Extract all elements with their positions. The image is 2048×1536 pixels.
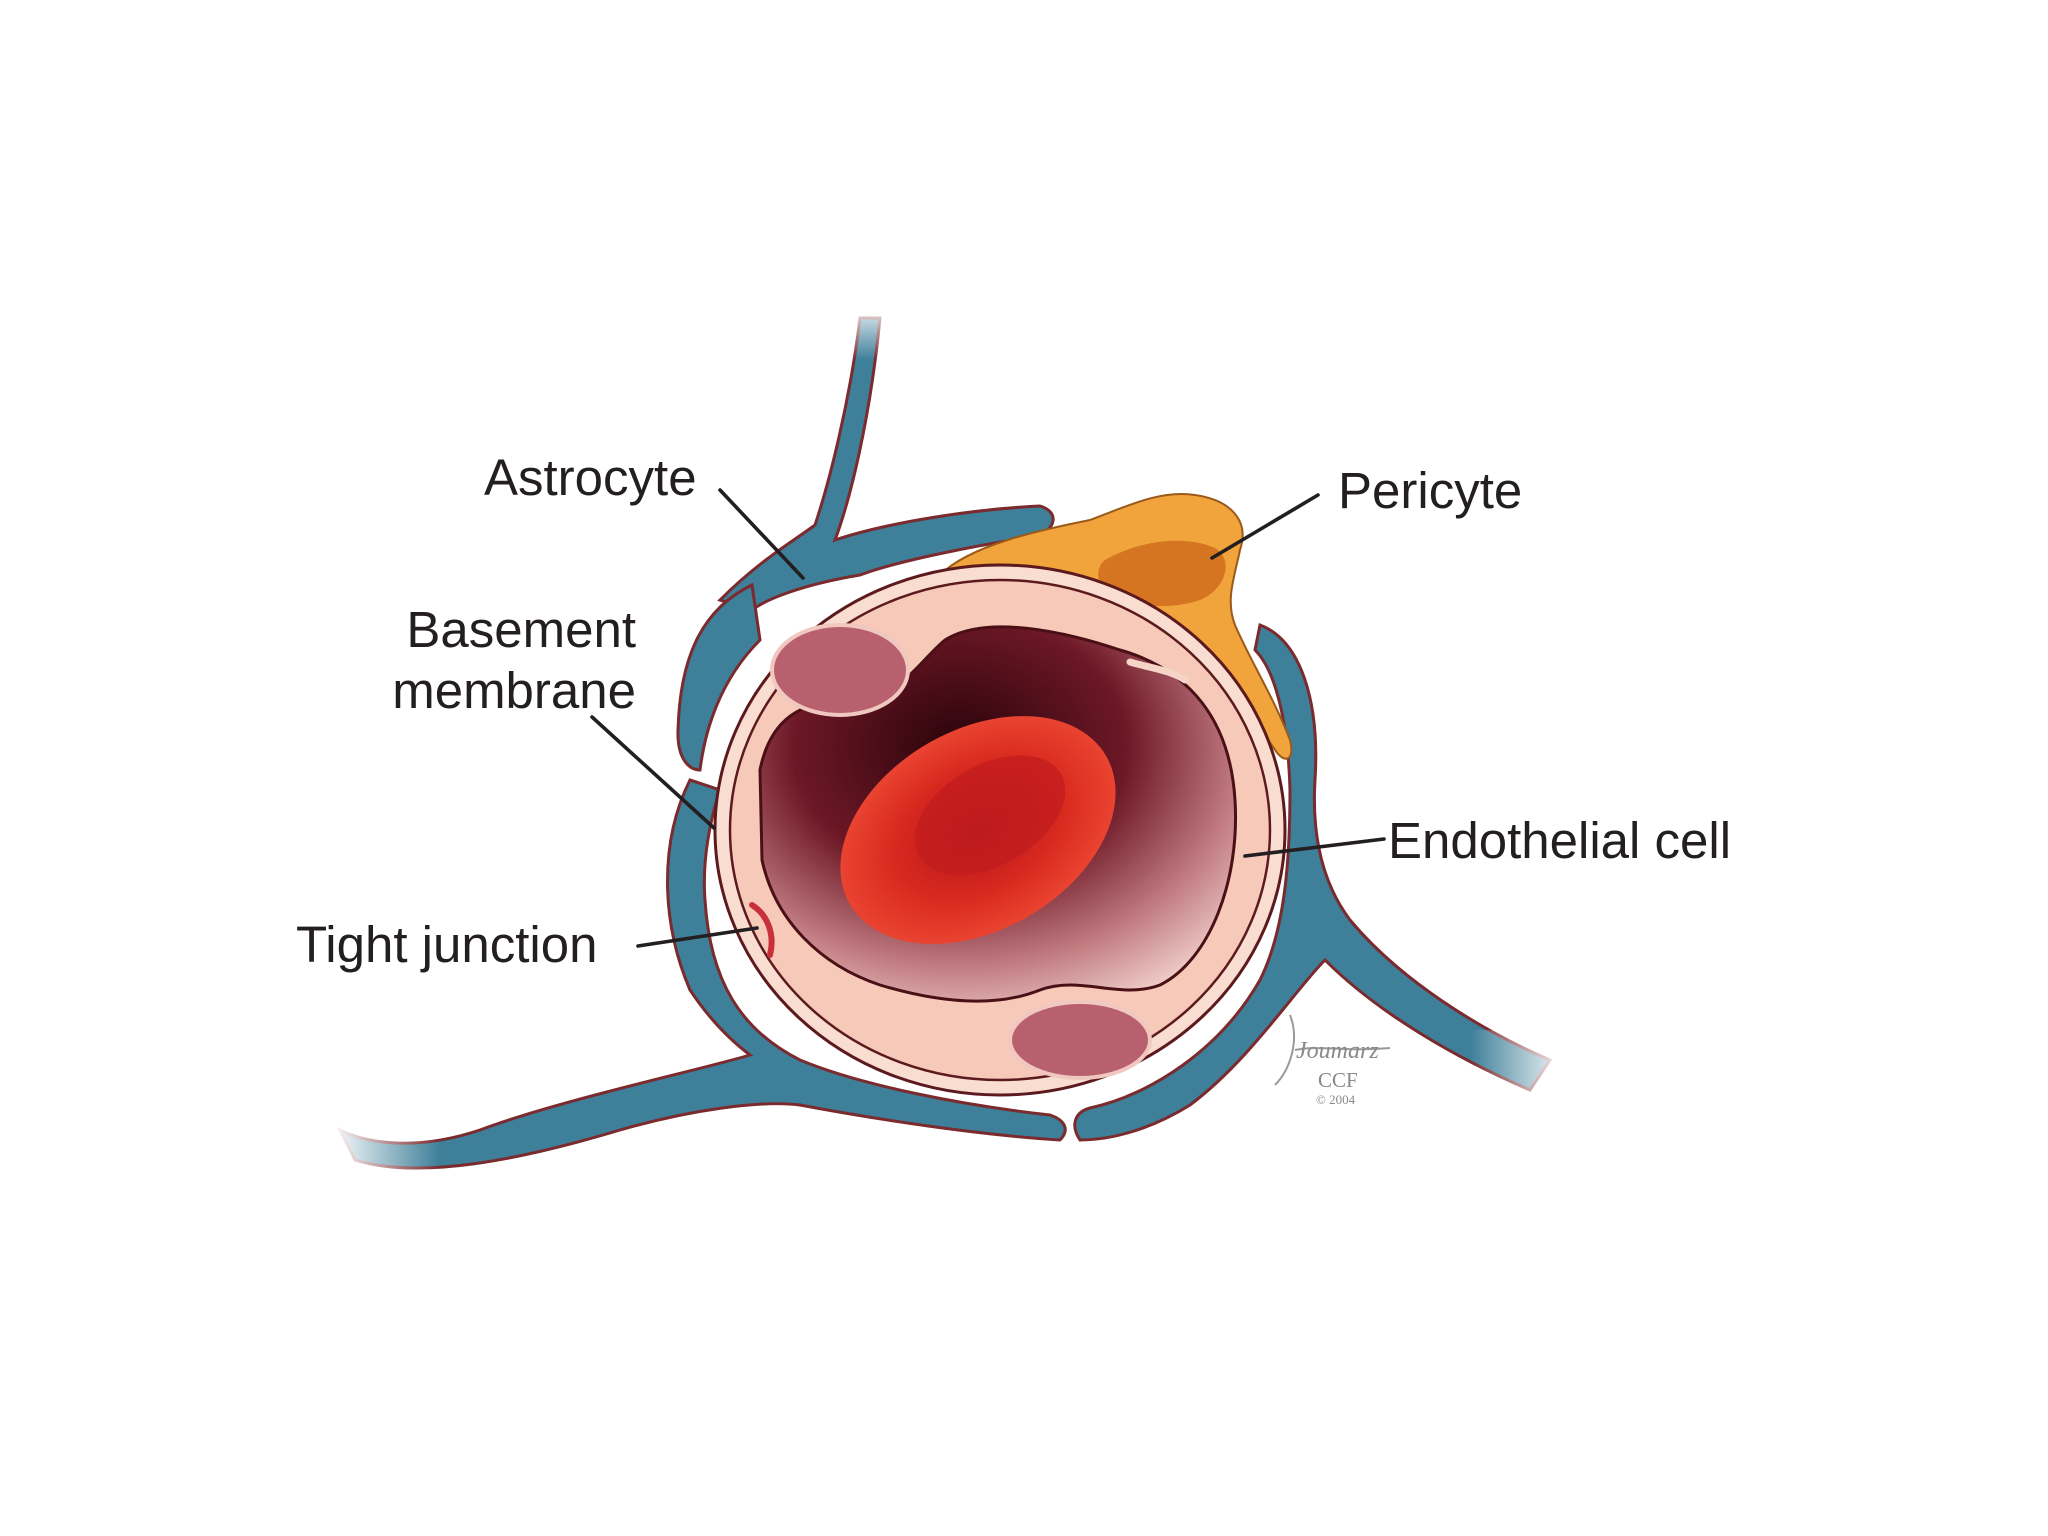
endothelial-nucleus-upper bbox=[770, 623, 910, 717]
astrocyte-processes bbox=[330, 300, 1570, 1190]
label-tight-junction: Tight junction bbox=[296, 916, 597, 973]
label-basement-line2: membrane bbox=[392, 662, 636, 719]
endothelial-cell-border bbox=[1126, 658, 1189, 684]
tight-junction-mark bbox=[749, 902, 775, 958]
signature-org: CCF bbox=[1318, 1068, 1358, 1092]
endothelial-leader bbox=[1243, 837, 1386, 858]
artist-signature: Joumarz CCF © 2004 bbox=[1274, 1014, 1391, 1107]
label-astrocyte: Astrocyte bbox=[484, 449, 697, 506]
label-basement-line1: Basement bbox=[406, 601, 636, 658]
tight-junction-leader bbox=[636, 926, 759, 948]
astrocyte-leader bbox=[718, 488, 805, 580]
astrocyte-process-top bbox=[717, 316, 1055, 612]
pericyte-nucleus bbox=[1098, 540, 1226, 607]
signature-year: © 2004 bbox=[1316, 1092, 1356, 1107]
label-pericyte: Pericyte bbox=[1338, 462, 1522, 519]
basement-membrane-leader bbox=[590, 715, 716, 830]
astrocyte-endfoot-left-lower bbox=[336, 778, 1067, 1170]
astrocyte-endfoot-right bbox=[1073, 622, 1553, 1142]
red-blood-cell bbox=[840, 716, 1116, 944]
pericyte-leader bbox=[1210, 493, 1320, 560]
signature-artist: Joumarz bbox=[1296, 1038, 1379, 1064]
astrocyte-endfoot-left bbox=[676, 582, 762, 772]
label-endothelial-cell: Endothelial cell bbox=[1388, 812, 1731, 869]
endothelial-nucleus-lower bbox=[1008, 1000, 1152, 1080]
